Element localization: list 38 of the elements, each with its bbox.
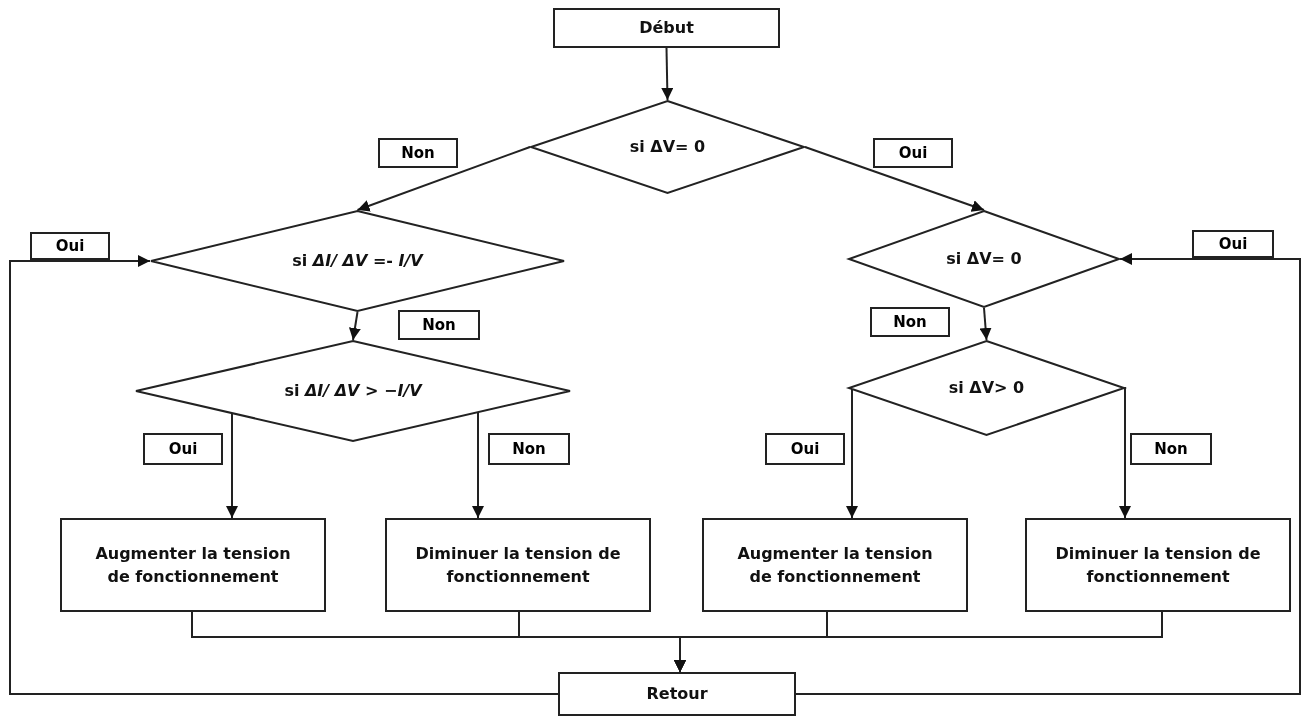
edge-label: Oui xyxy=(873,138,953,168)
node-text: Augmenter la tension de fonctionnement xyxy=(736,542,934,588)
edge-label: Oui xyxy=(765,433,845,465)
arrow xyxy=(661,47,674,101)
process-box xyxy=(702,518,968,612)
arrow xyxy=(674,611,1163,673)
arrow xyxy=(1119,386,1131,519)
arrow xyxy=(226,411,238,519)
condition-text: si ΔV= 0 xyxy=(946,248,1022,271)
edge-label: Oui xyxy=(143,433,223,465)
node-text: Diminuer la tension de fonctionnement xyxy=(414,542,622,588)
arrow xyxy=(472,410,484,519)
edge-label: Non xyxy=(378,138,458,168)
edge-label: Oui xyxy=(1192,230,1274,258)
condition-text: si ΔI/ ΔV > −I/V xyxy=(284,380,422,403)
node-text: Augmenter la tension de fonctionnement xyxy=(94,542,292,588)
edge-label: Non xyxy=(870,307,950,337)
edge-label: Oui xyxy=(30,232,110,260)
node-text: Début xyxy=(639,17,694,40)
node-text: Retour xyxy=(646,683,708,706)
process-box xyxy=(553,8,780,48)
edge-label: Non xyxy=(1130,433,1212,465)
process-box xyxy=(558,672,796,716)
arrow xyxy=(356,146,531,212)
arrow xyxy=(9,255,559,695)
process-box xyxy=(385,518,651,612)
process-box xyxy=(60,518,326,612)
edge-label: Non xyxy=(398,310,480,340)
edge-label: Non xyxy=(488,433,570,465)
arrow xyxy=(795,253,1301,695)
condition-text: si ΔI/ ΔV =- I/V xyxy=(292,250,423,273)
node-text: Diminuer la tension de fonctionnement xyxy=(1054,542,1262,588)
arrow xyxy=(349,311,361,341)
arrow xyxy=(979,307,992,341)
process-box xyxy=(1025,518,1291,612)
condition-text: si ΔV= 0 xyxy=(629,136,706,159)
arrow xyxy=(804,146,985,212)
condition-text: si ΔV> 0 xyxy=(948,377,1025,400)
